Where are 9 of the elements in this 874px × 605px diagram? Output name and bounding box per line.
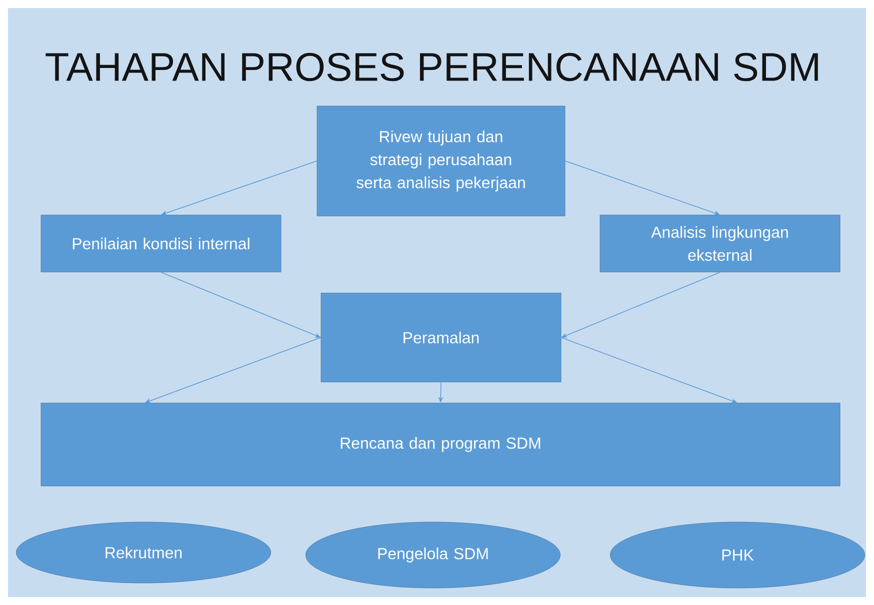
oval-node: PHK — [610, 522, 865, 588]
process-box: Peramalan — [320, 292, 562, 382]
process-box: Rencana dan program SDM — [40, 402, 840, 486]
oval-node: Rekrutmen — [16, 522, 271, 584]
oval-node: Pengelola SDM — [306, 522, 560, 588]
process-box: Analisis lingkungan eksternal — [600, 214, 840, 272]
title: TAHAPAN PROSES PERENCANAAN SDM — [46, 52, 818, 82]
process-box: Rivew tujuan dan strategi perusahaan serta analisis pekerjaan — [316, 106, 566, 216]
process-box: Penilaian kondisi internal — [40, 214, 282, 272]
